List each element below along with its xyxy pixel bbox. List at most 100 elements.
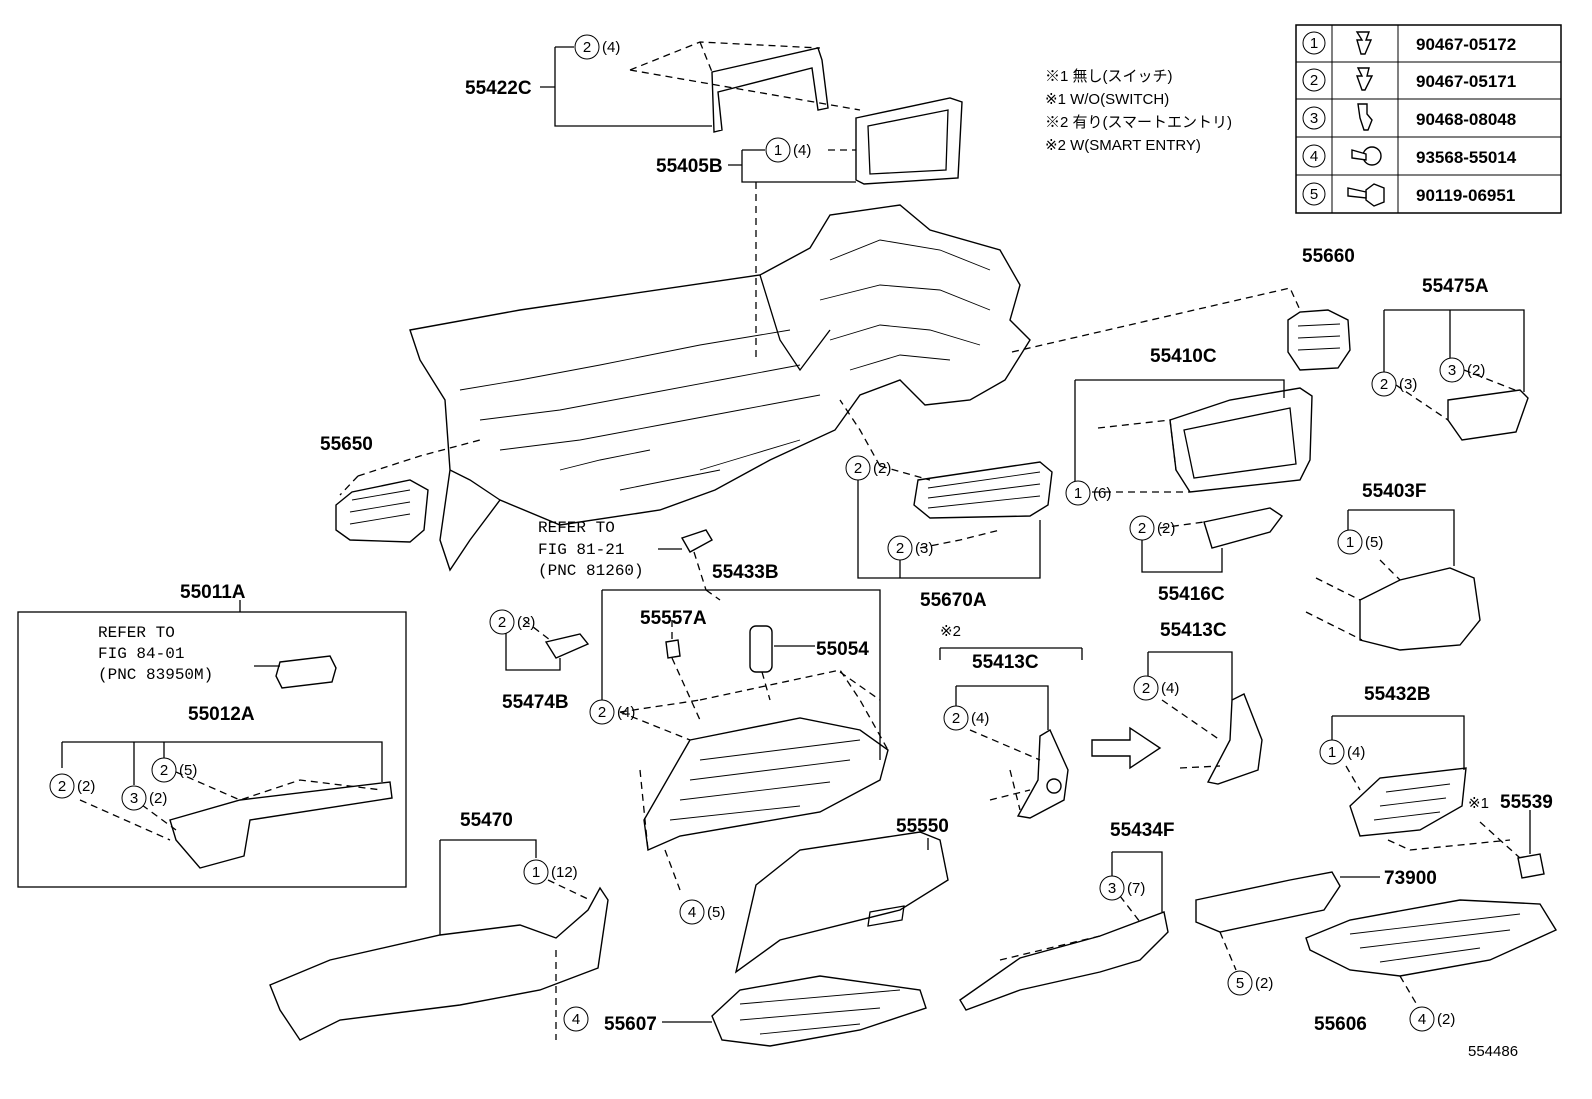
panel-55470-drawing [269, 886, 609, 1041]
svg-text:(4): (4) [617, 704, 635, 721]
part-label: 55012A [188, 704, 255, 725]
callout-circle [1302, 68, 1326, 92]
part-label: 55474B [502, 692, 569, 713]
svg-text:REFER TO: REFER TO [538, 519, 615, 537]
svg-text:2: 2 [160, 762, 168, 779]
table-part: 90467-05171 [1416, 72, 1516, 91]
fastener-table: 1 90467-05172 2 90467-05171 3 90468-0804… [1295, 24, 1562, 214]
svg-text:(2): (2) [873, 460, 891, 477]
svg-text:3: 3 [1448, 362, 1456, 379]
svg-text:4: 4 [688, 904, 696, 921]
callout: 1(12) [523, 859, 578, 885]
note-line: ※2 有り(スマートエントリ) [1045, 114, 1232, 131]
callout: 4(2) [1409, 1006, 1455, 1032]
svg-text:2: 2 [1142, 680, 1150, 697]
svg-text:2: 2 [498, 614, 506, 631]
svg-text:(4): (4) [1347, 744, 1365, 761]
svg-text:4: 4 [1418, 1011, 1426, 1028]
svg-text:2: 2 [1138, 520, 1146, 537]
callout: 4 (5) [679, 899, 725, 925]
svg-text:REFER TO: REFER TO [98, 624, 175, 642]
instrument-panel-drawing [409, 204, 1031, 572]
svg-text:1: 1 [1346, 534, 1354, 551]
callout: 2(3) [1371, 371, 1417, 397]
notes: ※1 無し(スイッチ) ※1 W/O(SWITCH) ※2 有り(スマートエント… [1045, 68, 1232, 154]
part-label: 55660 [1302, 246, 1355, 267]
part-label: 55416C [1158, 584, 1225, 605]
svg-text:4: 4 [572, 1011, 580, 1028]
svg-text:(PNC 83950M): (PNC 83950M) [98, 666, 213, 684]
table-row: 1 90467-05172 [1302, 31, 1516, 55]
svg-text:2: 2 [896, 540, 904, 557]
part-55474b-drawing [544, 633, 590, 659]
part-label: 55606 [1314, 1014, 1367, 1035]
svg-text:3: 3 [130, 790, 138, 807]
part-label: 55432B [1364, 684, 1431, 705]
svg-text:(4): (4) [1161, 680, 1179, 697]
svg-text:(5): (5) [707, 904, 725, 921]
svg-text:1: 1 [774, 142, 782, 159]
callout: 4 [563, 1006, 589, 1032]
display-55405b-drawing [855, 97, 963, 185]
clip-icon [1356, 67, 1374, 91]
part-label: 55550 [896, 816, 949, 837]
svg-text:2: 2 [583, 39, 591, 56]
panel-55606-drawing [1305, 899, 1558, 977]
part-label: 55410C [1150, 346, 1217, 367]
svg-text:2: 2 [952, 710, 960, 727]
table-part: 90119-06951 [1416, 186, 1515, 205]
callout-circle [1302, 106, 1326, 130]
svg-text:(2): (2) [517, 614, 535, 631]
part-label: 55670A [920, 590, 987, 611]
svg-text:(3): (3) [915, 540, 933, 557]
callout-circle [1302, 144, 1326, 168]
callout: 2(4) [943, 705, 989, 731]
svg-text:(4): (4) [793, 142, 811, 159]
vent-55670a-drawing [913, 461, 1053, 519]
callouts: 2(4) 1(4) 2(3) 3(2) 2(2) 2(3) 1(6) 2(2) … [49, 34, 1485, 1032]
vent-55660-drawing [1287, 309, 1351, 371]
panel-55434f-drawing [959, 911, 1169, 1011]
part-label: 55434F [1110, 820, 1174, 841]
svg-text:1: 1 [1074, 485, 1082, 502]
svg-text:1: 1 [1328, 744, 1336, 761]
svg-text:(PNC 81260): (PNC 81260) [538, 562, 644, 580]
part-55557a-drawing [665, 639, 681, 659]
lamp-81260-drawing [680, 529, 713, 553]
callout: 1 (5) [1337, 529, 1383, 555]
svg-text:(2): (2) [77, 778, 95, 795]
panel-55416c-drawing [1203, 507, 1284, 549]
svg-text:(2): (2) [1157, 520, 1175, 537]
part-label: 55539 [1500, 792, 1553, 813]
table-row: 3 90468-08048 [1302, 103, 1516, 131]
callout: 5 (2) [1227, 970, 1273, 996]
svg-text:(5): (5) [1365, 534, 1383, 551]
callout: 2 (2) [489, 609, 535, 635]
svg-text:(6): (6) [1093, 485, 1111, 502]
bezel-55012a-drawing [169, 781, 393, 869]
part-labels: 55422C 55405B 55650 55660 55475A 55410C … [180, 78, 1553, 1035]
table-part: 90467-05172 [1416, 35, 1516, 54]
svg-text:(2): (2) [1255, 975, 1273, 992]
panel-55607-drawing [711, 975, 927, 1047]
panel-55413c-right-drawing [1206, 693, 1263, 785]
callout: 2 (3) [887, 535, 933, 561]
svg-text:(12): (12) [551, 864, 578, 881]
callout-circle [1302, 182, 1326, 206]
vent-55650-drawing [335, 479, 429, 543]
part-label: 55011A [180, 582, 246, 603]
damper-55054-drawing [749, 625, 773, 673]
diagram-id: 554486 [1468, 1043, 1518, 1060]
svg-text:2: 2 [58, 778, 66, 795]
callout: 3(7) [1099, 875, 1145, 901]
table-no: 4 [1310, 148, 1318, 165]
table-row: 4 93568-55014 [1302, 144, 1517, 168]
svg-text:2: 2 [1380, 376, 1388, 393]
svg-text:3: 3 [1108, 880, 1116, 897]
part-label: 73900 [1384, 868, 1437, 889]
svg-text:5: 5 [1236, 975, 1244, 992]
part-label: 55413C [1160, 620, 1227, 641]
svg-text:2: 2 [598, 704, 606, 721]
part-label: 55403F [1362, 481, 1426, 502]
svg-text:FIG 84-01: FIG 84-01 [98, 645, 184, 663]
